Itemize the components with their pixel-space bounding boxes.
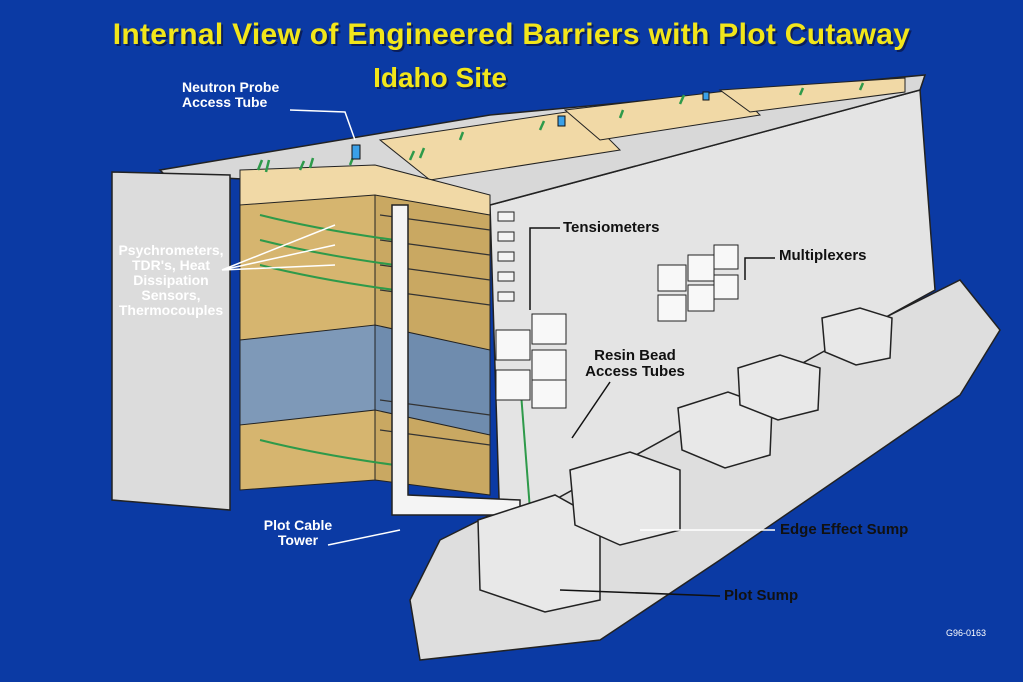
label-multiplexers: Multiplexers xyxy=(779,247,867,264)
plot-sump xyxy=(477,494,601,613)
gravel-layer-left xyxy=(239,324,376,426)
tensiometer-boxes xyxy=(497,211,515,302)
label-resin-bead: Resin Bead Access Tubes xyxy=(585,347,685,380)
site-subtitle: Idaho Site xyxy=(373,62,507,93)
far-plot-surface-3 xyxy=(718,77,906,113)
surface-plants xyxy=(256,82,865,173)
label-tensiometers: Tensiometers xyxy=(563,219,660,236)
label-plot-cable-tower: Plot Cable Tower xyxy=(263,517,333,548)
plot-cable-tower xyxy=(391,204,521,516)
leader-lines xyxy=(221,109,775,546)
multiplexer-boxes xyxy=(495,244,739,409)
label-plot-sump: Plot Sump xyxy=(724,587,799,604)
sumps xyxy=(477,307,893,613)
label-sensors: Psychrometers, TDR's, Heat Dissipation S… xyxy=(118,242,224,318)
far-plot-surface-1 xyxy=(378,109,622,181)
far-plot-surface-2 xyxy=(563,89,762,141)
sand-cap xyxy=(239,164,491,216)
label-edge-effect-sump: Edge Effect Sump xyxy=(780,521,909,538)
label-neutron-probe: Neutron Probe Access Tube xyxy=(182,79,280,110)
neutron-probe-tube xyxy=(351,144,361,160)
diagram-title: Internal View of Engineered Barriers wit… xyxy=(112,18,911,51)
figure-code: G96-0163 xyxy=(946,628,987,638)
front-end-wall xyxy=(111,171,231,511)
leader-lines-dark xyxy=(529,227,775,597)
